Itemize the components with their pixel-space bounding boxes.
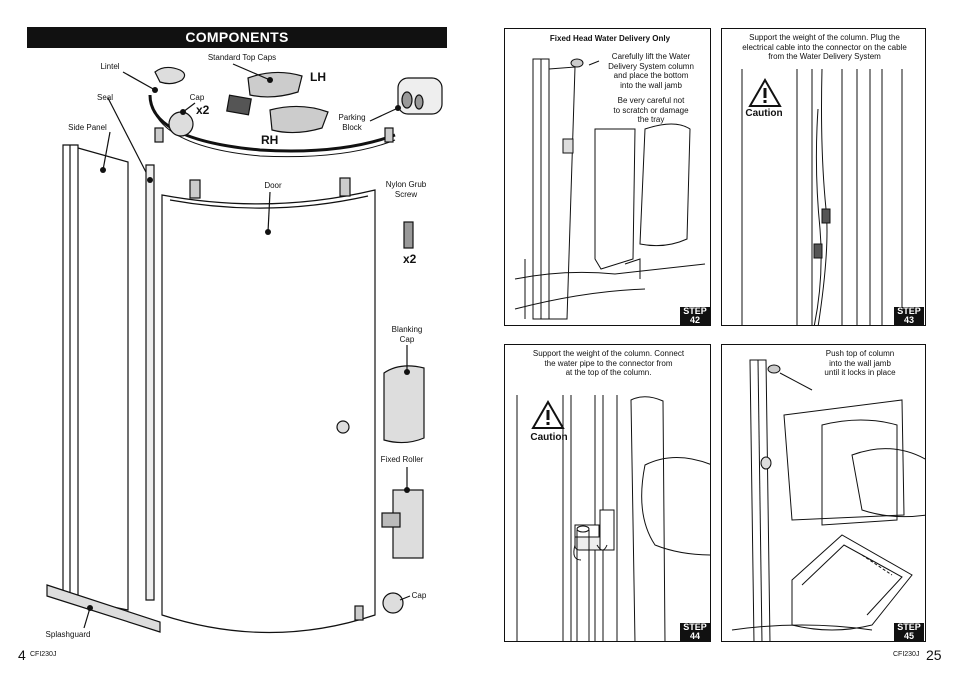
step-45-panel: Push top of column into the wall jamb un… (721, 344, 926, 642)
lh-label: LH (310, 70, 326, 84)
step-44-panel: Support the weight of the column. Connec… (504, 344, 711, 642)
cap-bottom-label: Cap (411, 591, 427, 600)
cap-quantity: x2 (196, 103, 210, 117)
step-42-text-2: Be very careful not to scratch or damage… (613, 96, 689, 124)
blanking-cap-label-2: Cap (399, 335, 415, 344)
screw-quantity: x2 (403, 252, 417, 266)
door-label: Door (264, 181, 282, 190)
fixed-roller-label: Fixed Roller (380, 455, 424, 464)
splashguard-label: Splashguard (45, 630, 91, 639)
step-42-panel: Fixed Head Water Delivery Only Carefully… (504, 28, 711, 326)
blanking-cap-label-1: Blanking (391, 325, 423, 334)
nylon-grub-label-2: Screw (394, 190, 418, 199)
step-42-text-1: Carefully lift the Water Delivery System… (608, 52, 694, 90)
lintel-label: Lintel (100, 62, 120, 71)
step-44-badge: STEP 44 (680, 623, 710, 641)
step-44-illustration (516, 395, 710, 641)
step-45-badge: STEP 45 (894, 623, 924, 641)
step-42-illustration (514, 58, 706, 320)
warning-triangle-icon (531, 400, 565, 429)
step-45-text: Push top of column into the wall jamb un… (824, 349, 896, 377)
left-page-number: 4 (18, 647, 26, 663)
step-44-text: Support the weight of the column. Connec… (532, 349, 685, 377)
warning-triangle-icon (748, 78, 782, 107)
right-page-number: 25 (926, 647, 942, 663)
step-43-caution: Caution (745, 108, 783, 119)
side-panel-label: Side Panel (68, 123, 107, 132)
standard-top-caps-label: Standard Top Caps (207, 53, 277, 62)
left-page-code: CFI230J (30, 651, 57, 658)
step-44-caution: Caution (530, 432, 568, 443)
step-45-illustration (731, 359, 925, 641)
step-42-heading: Fixed Head Water Delivery Only (549, 34, 671, 43)
step-43-badge: STEP 43 (894, 307, 924, 325)
nylon-grub-label-1: Nylon Grub (385, 180, 427, 189)
step-43-text: Support the weight of the column. Plug t… (742, 33, 907, 61)
step-43-panel: Support the weight of the column. Plug t… (721, 28, 926, 326)
seal-label: Seal (96, 93, 113, 102)
right-page-code: CFI230J (893, 651, 920, 658)
parking-block-label-1: Parking (338, 113, 366, 122)
step-43-illustration (741, 68, 903, 325)
step-42-badge: STEP 42 (680, 307, 710, 325)
rh-label: RH (261, 133, 279, 147)
components-banner: COMPONENTS (27, 27, 447, 48)
parking-block-label-2: Block (342, 123, 362, 132)
components-illustration (46, 63, 443, 634)
cap-top-label: Cap (189, 93, 205, 102)
